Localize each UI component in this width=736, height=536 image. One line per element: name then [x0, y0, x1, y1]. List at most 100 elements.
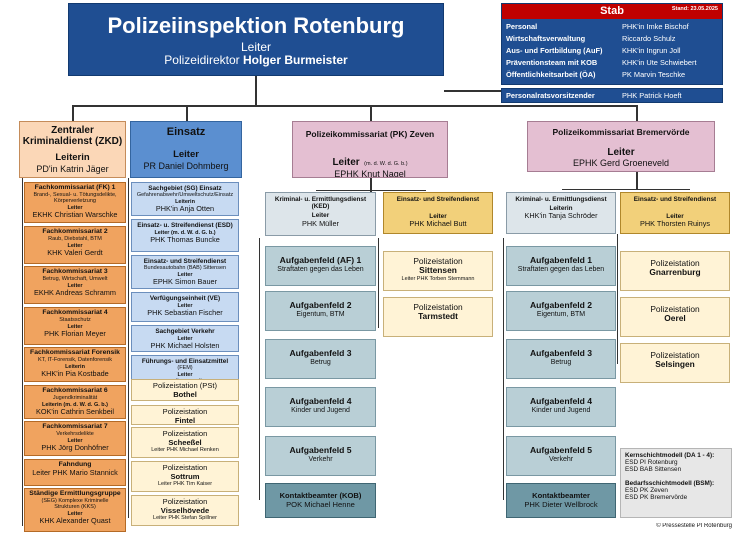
stab-title: Stab: [502, 4, 722, 19]
box-text: Gefahrenabwehr/Umweltschutz/Einsatz: [136, 192, 234, 199]
box-text: Polizeistation: [650, 258, 700, 268]
box-text: PHK Sebastian Fischer: [147, 308, 223, 318]
box-text: Selsingen: [655, 359, 695, 370]
header-role: Leiter: [240, 39, 272, 54]
box-text: Visselhövede: [160, 505, 210, 515]
box-text: Leiter PHK Michael Renken: [151, 447, 219, 453]
box-text: Fachkommissariat 2: [42, 228, 108, 235]
box-text: EPHK Simon Bauer: [152, 277, 218, 287]
box-text: Sachgebiet Verkehr: [155, 328, 215, 335]
box-text: Ständige Ermittlungsgruppe: [29, 490, 121, 497]
box-text: Aufgabenfeld 2: [529, 300, 593, 310]
box-text: Aufgabenfeld 2: [289, 300, 352, 310]
box-text: PHK Dieter Wellbrock: [524, 499, 598, 509]
box-text: Bothel: [173, 389, 197, 399]
box-text: Fahndung: [58, 461, 92, 468]
box-text: Verkehrsdelikte: [56, 430, 94, 437]
box-text: Fachkommissariat 6: [42, 387, 108, 394]
box-text: KHK'in Pia Kostbade: [41, 368, 109, 378]
box-text: EKHK Andreas Schramm: [34, 287, 116, 297]
box-text: EKHK Christian Warschke: [32, 210, 118, 220]
box-text: Sittensen: [419, 265, 457, 276]
box-text: Leiterin: [65, 363, 85, 370]
box-text: Leiter PHK Tim Kaiser: [157, 481, 213, 487]
einsatz-station: Polizeistation (PSt)Bothel: [131, 379, 239, 401]
box-text: Sottrum: [170, 471, 200, 481]
box-text: Leiter: [67, 282, 83, 289]
box-text: Bundesautobahn (BAB) Sittensen: [143, 265, 227, 272]
box-text: Führungs- und Einsatzmittel: [141, 358, 229, 365]
box-text: Fachkommissariat Forensik: [30, 349, 120, 356]
box-text: Aufgabenfeld 3: [529, 348, 593, 358]
box-text: Sachgebiet (SG) Einsatz: [148, 185, 222, 192]
zeven-esd: Einsatz- und Streifendienst Leiter PHK M…: [383, 192, 493, 234]
box-text: Kontaktbeamter (KOB): [279, 491, 362, 500]
box-text: Leiter: [67, 437, 83, 444]
box-text: KT, IT-Forensik, Datenforensik: [38, 356, 112, 363]
box-text: KHK Alexander Quast: [39, 516, 111, 526]
box-text: Leiter: [177, 336, 193, 343]
footer-credit: © Pressestelle PI Rotenburg: [656, 523, 732, 529]
box-text: Kinder und Jugend: [291, 406, 350, 414]
box-text: PHK Michael Holsten: [150, 341, 220, 351]
box-text: Raub, Diebstahl, BTM: [48, 235, 102, 242]
box-text: Aufgabenfeld 4: [529, 396, 593, 406]
brv-esd: Einsatz- und Streifendienst Leiter PHK T…: [620, 192, 730, 234]
box-text: Leiter: [67, 323, 83, 330]
box-text: (SEG) Komplexe Kriminelle: [41, 497, 109, 504]
box-text: Betrug: [550, 358, 572, 366]
box-text: Oerel: [664, 313, 686, 324]
box-text: Polizeistation: [162, 463, 208, 472]
box-text: Kinder und Jugend: [531, 406, 591, 414]
brv-ked: Kriminal- u. Ermittlungsdienst Leiterin …: [506, 192, 616, 234]
main-header: Polizeiinspektion Rotenburg Leiter Poliz…: [68, 3, 444, 76]
box-text: Jugendkriminalität: [52, 394, 98, 401]
box-text: Aufgabenfeld 3: [289, 348, 352, 358]
box-text: Fachkommissariat (FK) 1: [34, 184, 116, 191]
box-text: Leiterin (m. d. W. d. G. b.): [42, 401, 108, 408]
box-text: Kontaktbeamter: [532, 491, 590, 500]
box-text: Aufgabenfeld (AF) 1: [279, 255, 362, 265]
brv-head: Polizeikommissariat Bremervörde Leiter E…: [527, 121, 715, 172]
zkd-head: Zentraler Kriminaldienst (ZKD) Leiterin …: [19, 121, 126, 178]
box-text: PHK Thomas Buncke: [150, 235, 220, 245]
box-text: Eigentum, BTM: [536, 310, 586, 318]
einsatz-unit: Einsatz- u. Streifendienst (ESD)Leiter (…: [131, 219, 239, 252]
box-text: Fintel: [174, 415, 196, 425]
box-text: Polizeistation: [162, 429, 208, 438]
box-text: Leiter PHK Torben Stemmann: [401, 275, 475, 282]
box-text: Aufgabenfeld 5: [289, 445, 352, 455]
box-text: PHK Florian Meyer: [44, 328, 106, 338]
box-text: Verfügungseinheit (VE): [149, 295, 221, 302]
box-text: Leiter (m. d. W. d. G. b.): [154, 230, 216, 237]
box-text: Betrug, Wirtschaft, Umwelt: [42, 275, 108, 282]
box-text: Verkehr: [548, 455, 574, 463]
box-text: Polizeistation: [650, 304, 700, 314]
stab-row: Öffentlichkeitsarbeit (ÖA)PK Marvin Tesc…: [506, 70, 686, 79]
